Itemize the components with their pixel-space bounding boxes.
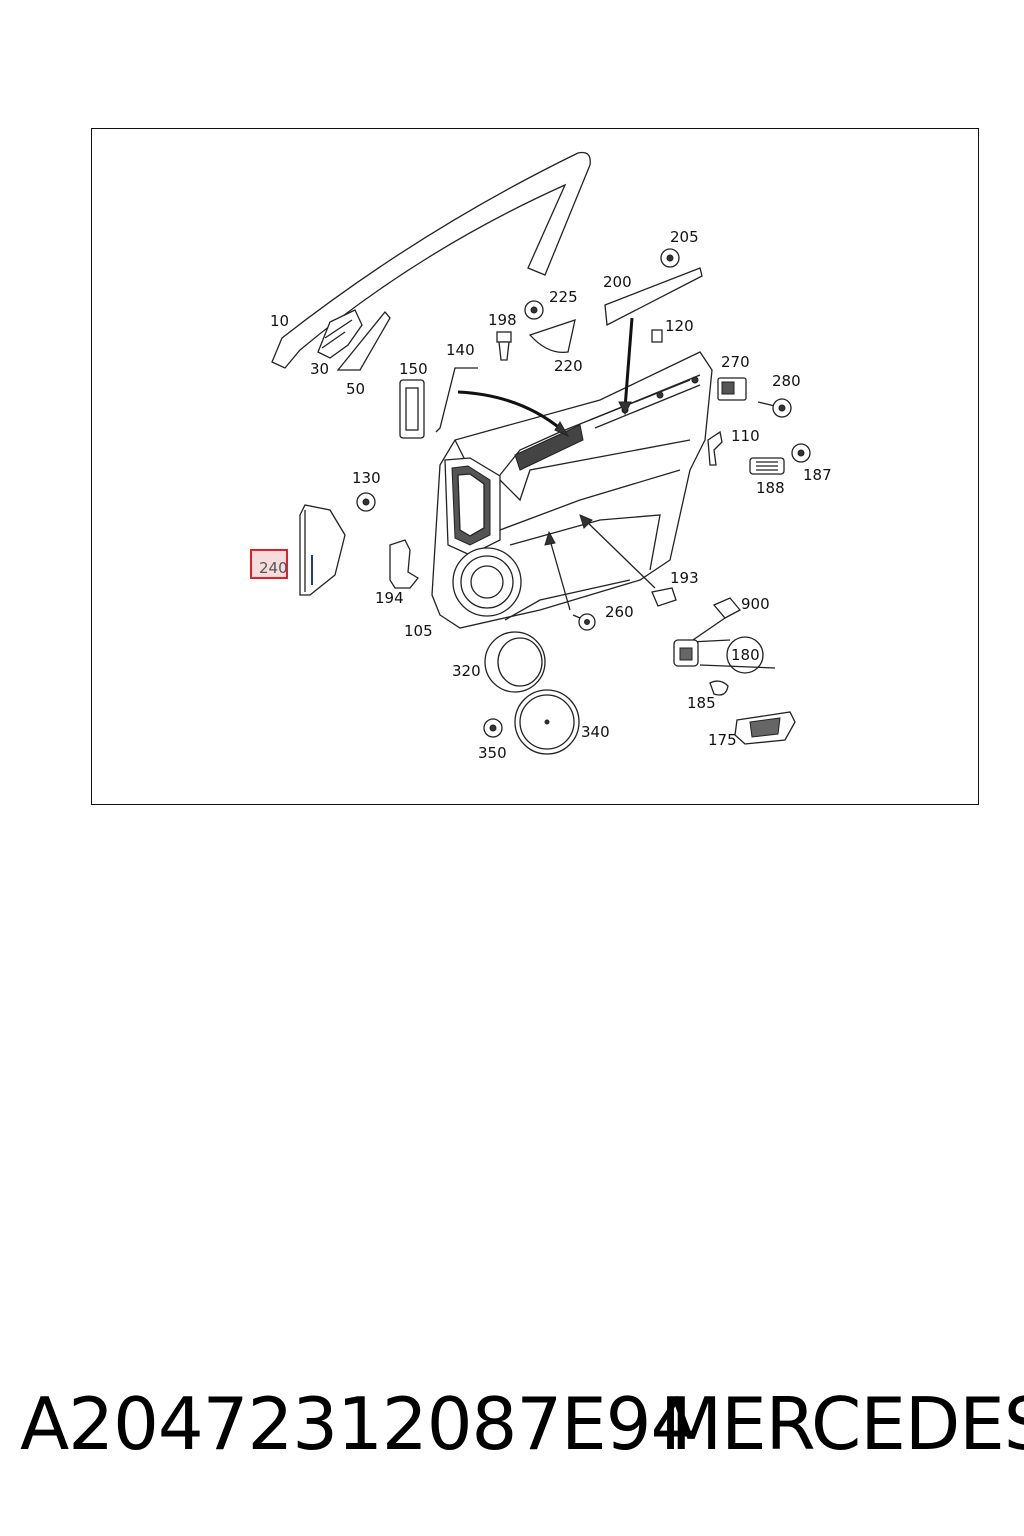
callout-30[interactable]: 30 [310,360,329,378]
callout-110[interactable]: 110 [731,427,760,445]
callout-340[interactable]: 340 [581,723,610,741]
trim-strip-200 [604,267,703,327]
clip-193 [651,587,677,607]
speaker-340 [514,689,580,755]
callout-180[interactable]: 180 [731,646,760,664]
callout-140[interactable]: 140 [446,341,475,359]
callout-900[interactable]: 900 [741,595,770,613]
brand-name: MERCEDES [660,1382,1024,1466]
callout-120[interactable]: 120 [665,317,694,335]
clip-110 [707,430,723,466]
screw-280 [757,398,792,418]
callout-150[interactable]: 150 [399,360,428,378]
arrow-140 [457,390,563,432]
arrow-193 [584,519,656,589]
rod-140 [435,367,478,433]
speaker-ring-320 [484,631,546,693]
vent-188 [749,457,785,475]
callout-270[interactable]: 270 [721,353,750,371]
callout-320[interactable]: 320 [452,662,481,680]
callout-175[interactable]: 175 [708,731,737,749]
callout-205[interactable]: 205 [670,228,699,246]
callout-50[interactable]: 50 [346,380,365,398]
callout-220[interactable]: 220 [554,357,583,375]
callout-187[interactable]: 187 [803,466,832,484]
cover-220 [528,319,576,354]
clip-198 [496,331,512,361]
part-number: A20472312087E94 [20,1382,696,1466]
bulb-185 [709,680,729,696]
screw-260 [572,613,596,631]
callout-200[interactable]: 200 [603,273,632,291]
callout-280[interactable]: 280 [772,372,801,390]
plug-120 [651,329,663,343]
callout-10[interactable]: 10 [270,312,289,330]
highlight-box-240 [250,549,288,579]
handle-150 [399,379,425,439]
callout-188[interactable]: 188 [756,479,785,497]
callout-193[interactable]: 193 [670,569,699,587]
mirror-mount [317,309,363,359]
handle-175 [734,711,796,745]
window-trim [271,151,591,369]
part-270 [717,377,747,401]
callout-185[interactable]: 185 [687,694,716,712]
triangle-cover [336,310,391,371]
callout-240[interactable]: 240 [259,559,288,577]
switch-180 [673,639,699,667]
bracket-194 [389,539,419,589]
callout-194[interactable]: 194 [375,589,404,607]
arrow-260 [549,539,571,611]
callout-350[interactable]: 350 [478,744,507,762]
callout-circle-180 [726,636,764,674]
callout-225[interactable]: 225 [549,288,578,306]
callout-105[interactable]: 105 [404,622,433,640]
cover-240 [299,504,346,596]
callout-260[interactable]: 260 [605,603,634,621]
callout-130[interactable]: 130 [352,469,381,487]
callout-198[interactable]: 198 [488,311,517,329]
arrow-200 [623,317,634,409]
part-900 [712,597,742,619]
